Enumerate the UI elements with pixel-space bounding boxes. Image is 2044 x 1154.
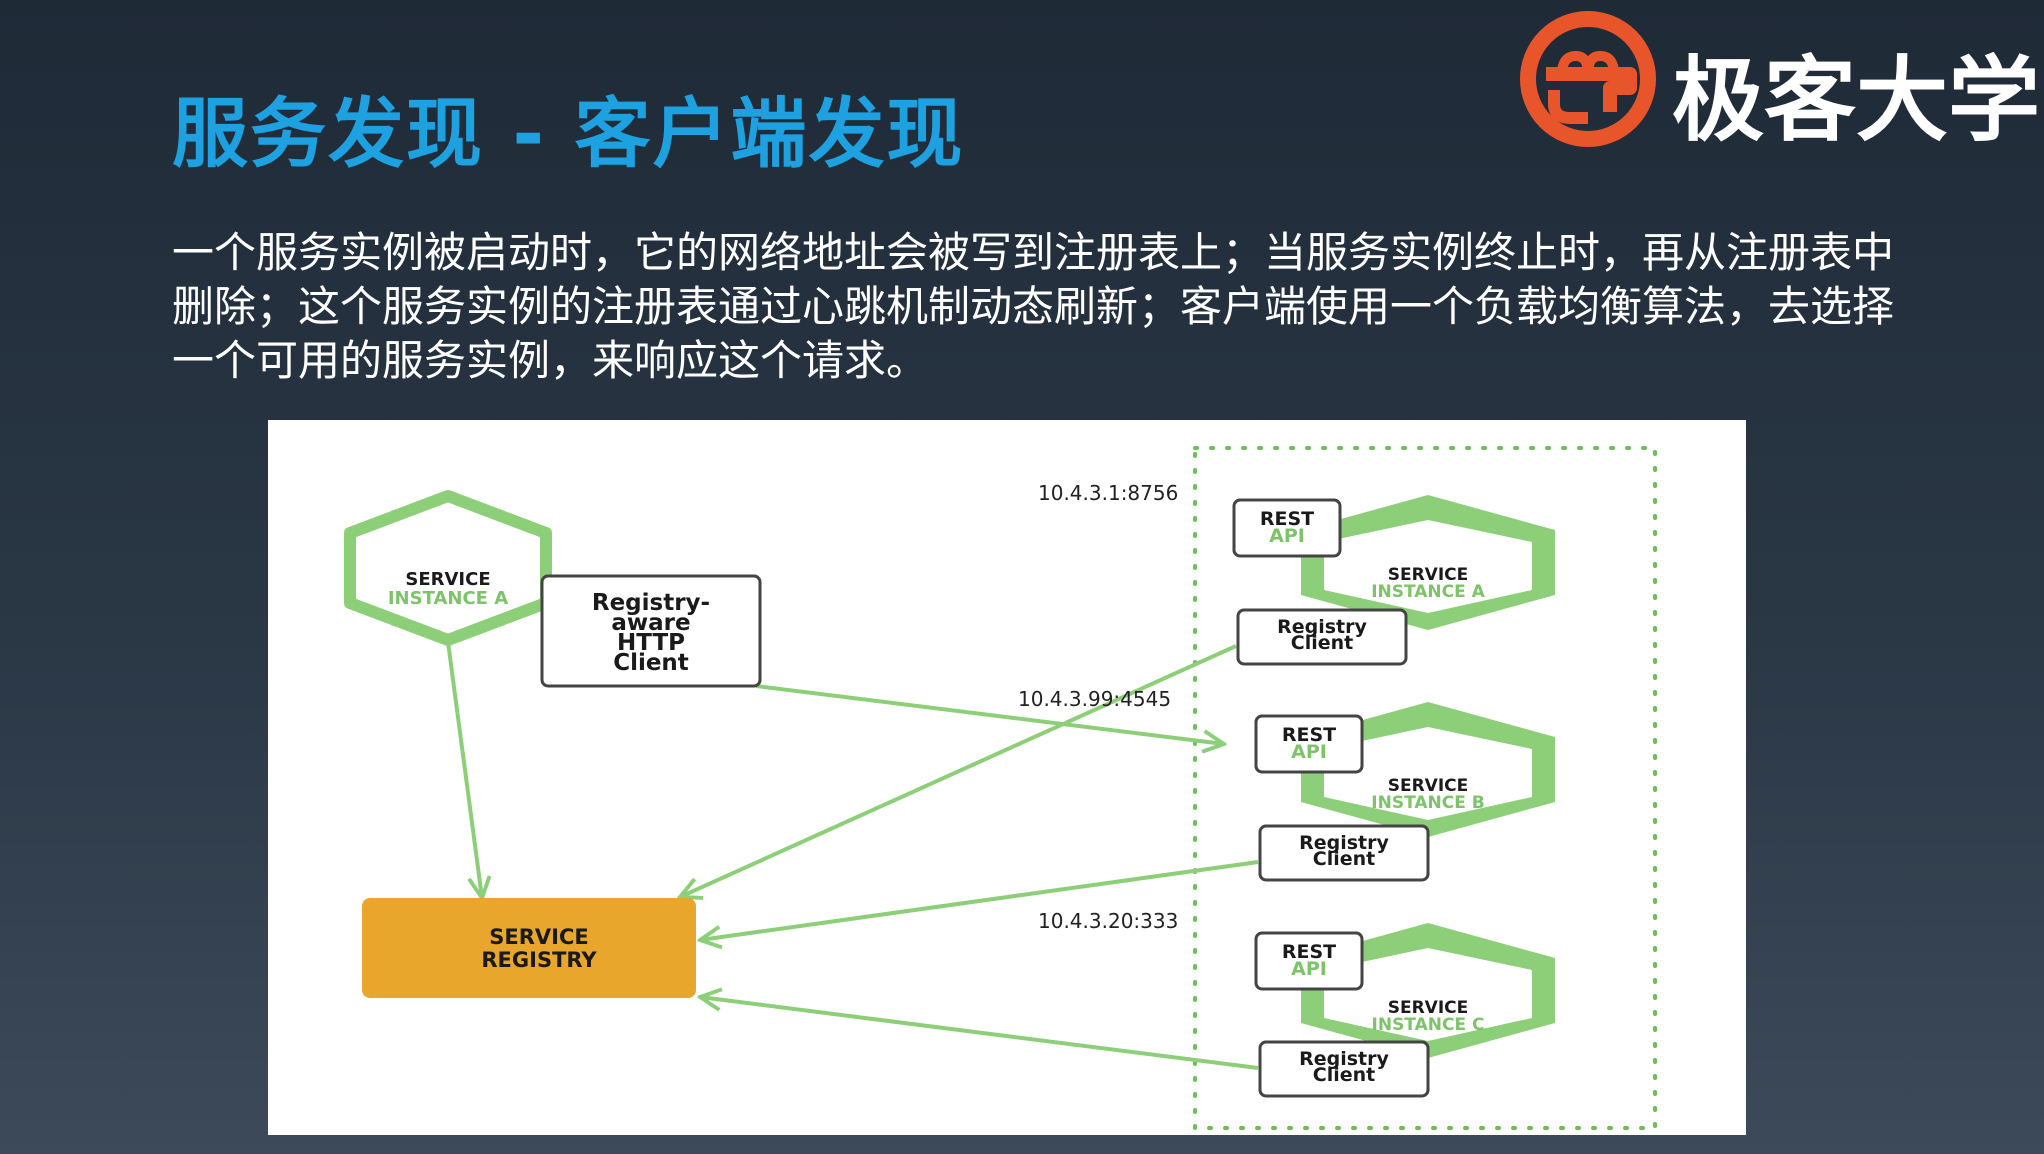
service-instance-a: 10.4.3.1:8756 SERVICE INSTANCE A REST AP… (1038, 481, 1555, 666)
instance-service-label: SERVICE (1388, 998, 1469, 1018)
instance-ip: 10.4.3.99:4545 (1018, 687, 1171, 711)
instances-boundary (1193, 446, 1657, 1130)
service-instance-c: 10.4.3.20:333 SERVICE INSTANCE C REST AP… (1038, 909, 1555, 1098)
registry-aware-http-client: Registry- aware HTTP Client (540, 574, 762, 688)
instance-service-label: SERVICE (1388, 565, 1469, 585)
logo-text: 极客大学 (1672, 47, 2041, 154)
instance-name-label: INSTANCE B (1371, 793, 1484, 813)
client-side-discovery-diagram: SERVICE INSTANCE A Registry- aware HTTP … (268, 420, 1746, 1135)
register-arrow-client (446, 641, 482, 898)
registry-label-1: SERVICE (489, 925, 588, 949)
client-service-label-2: INSTANCE A (388, 588, 508, 609)
rest-api-label-1: REST (1282, 724, 1336, 746)
service-registry: SERVICE REGISTRY (362, 898, 696, 998)
rest-api-label-2: API (1269, 525, 1305, 547)
register-arrow-instance-b (700, 860, 1259, 940)
connectors (446, 641, 1259, 1070)
registry-client-label-1: Registry (1299, 832, 1389, 854)
request-arrow (755, 684, 1224, 744)
http-client-line-4: Client (613, 650, 689, 676)
instance-ip: 10.4.3.20:333 (1038, 909, 1178, 933)
registry-client-label-2: Client (1313, 848, 1375, 870)
geek-university-logo-icon (1520, 11, 1656, 147)
rest-api-label-2: API (1291, 958, 1327, 980)
description-paragraph: 一个服务实例被启动时，它的网络地址会被写到注册表上；当服务实例终止时，再从注册表… (172, 226, 1952, 388)
slide-title: 服务发现 - 客户端发现 (172, 89, 965, 178)
rest-api-label-2: API (1291, 741, 1327, 763)
paragraph-line: 删除；这个服务实例的注册表通过心跳机制动态刷新；客户端使用一个负载均衡算法，去选… (172, 282, 1895, 331)
http-client-line-2: aware (611, 610, 690, 636)
client-service-label-1: SERVICE (405, 569, 490, 590)
rest-api-label-1: REST (1260, 508, 1314, 530)
registry-client-label-2: Client (1313, 1064, 1375, 1086)
register-arrow-instance-a (680, 644, 1237, 897)
registry-label-2: REGISTRY (481, 948, 597, 972)
instance-name-label: INSTANCE A (1371, 582, 1485, 602)
geek-university-logo: 极客大学 (1518, 8, 2040, 154)
paragraph-line: 一个服务实例被启动时，它的网络地址会被写到注册表上；当服务实例终止时，再从注册表… (172, 228, 1895, 277)
register-arrow-instance-c (700, 997, 1259, 1070)
instance-ip: 10.4.3.1:8756 (1038, 481, 1178, 505)
instance-name-label: INSTANCE C (1372, 1015, 1485, 1035)
paragraph-line: 一个可用的服务实例，来响应这个请求。 (172, 336, 929, 385)
instance-service-label: SERVICE (1388, 776, 1469, 796)
registry-client-label-1: Registry (1277, 616, 1367, 638)
registry-client-label-1: Registry (1299, 1048, 1389, 1070)
registry-client-label-2: Client (1291, 632, 1353, 654)
service-instance-b: 10.4.3.99:4545 SERVICE INSTANCE B REST A… (1018, 687, 1555, 882)
http-client-line-3: HTTP (617, 630, 685, 656)
http-client-line-1: Registry- (592, 590, 710, 616)
rest-api-label-1: REST (1282, 941, 1336, 963)
client-service-instance: SERVICE INSTANCE A (344, 490, 552, 646)
